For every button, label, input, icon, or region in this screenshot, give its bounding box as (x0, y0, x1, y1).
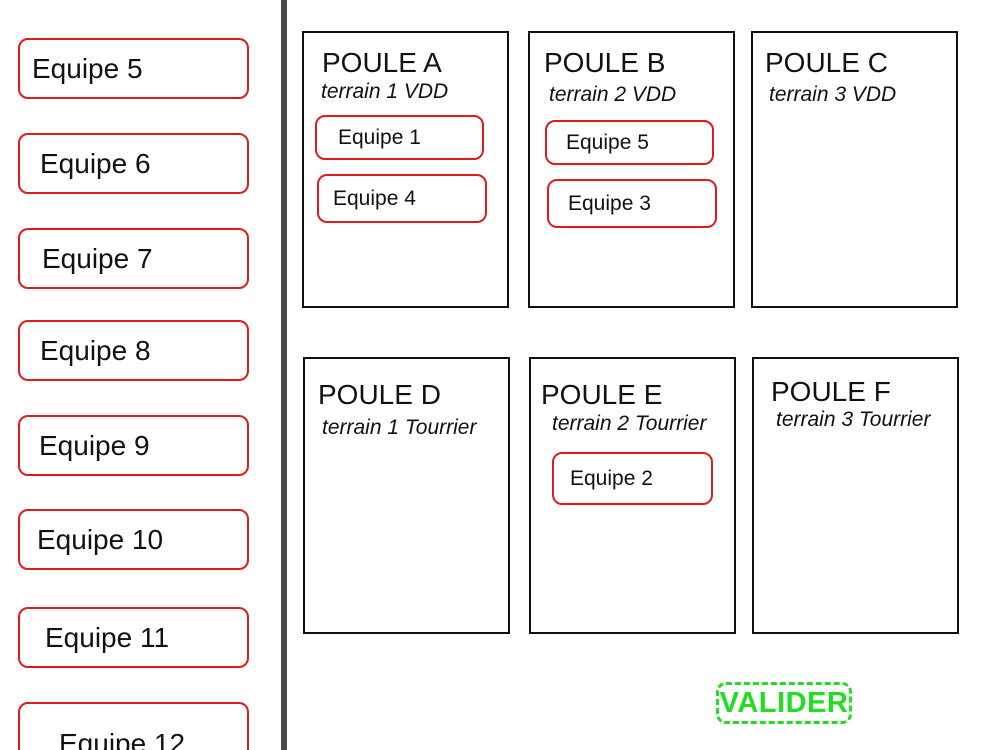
pool-team-label: Equipe 4 (333, 187, 416, 210)
team-chip-equipe-12[interactable]: Equipe 12 (18, 702, 249, 750)
validate-button[interactable]: VALIDER (716, 682, 852, 724)
team-chip-label: Equipe 5 (32, 52, 143, 84)
pool-title: POULE E (541, 379, 663, 410)
team-chip-label: Equipe 7 (42, 242, 153, 274)
team-chip-label: Equipe 8 (40, 334, 151, 366)
pool-f[interactable]: POULE F terrain 3 Tourrier (752, 357, 959, 634)
pool-team-chip[interactable]: Equipe 3 (547, 179, 717, 228)
team-chip-equipe-11[interactable]: Equipe 11 (18, 607, 249, 668)
pool-subtitle: terrain 1 Tourrier (322, 416, 477, 439)
pool-team-label: Equipe 5 (566, 131, 649, 154)
pool-team-label: Equipe 3 (568, 192, 651, 215)
pool-team-chip[interactable]: Equipe 2 (552, 452, 713, 505)
pool-team-chip[interactable]: Equipe 5 (545, 120, 714, 165)
pool-title: POULE A (322, 47, 442, 78)
pool-team-label: Equipe 1 (338, 126, 421, 149)
pool-title: POULE B (544, 47, 666, 78)
team-chip-label: Equipe 12 (59, 728, 186, 750)
pool-subtitle: terrain 1 VDD (321, 80, 449, 103)
team-chip-label: Equipe 6 (40, 147, 151, 179)
team-chip-equipe-9[interactable]: Equipe 9 (18, 415, 249, 476)
pool-e[interactable]: POULE E terrain 2 Tourrier Equipe 2 (529, 357, 736, 634)
pool-title: POULE F (771, 376, 891, 407)
pool-team-chip[interactable]: Equipe 4 (317, 174, 487, 223)
pool-subtitle: terrain 3 VDD (769, 83, 897, 106)
pool-b[interactable]: POULE B terrain 2 VDD Equipe 5 Equipe 3 (528, 31, 735, 308)
pool-subtitle: terrain 3 Tourrier (776, 408, 931, 431)
team-chip-label: Equipe 10 (37, 523, 164, 555)
team-chip-equipe-10[interactable]: Equipe 10 (18, 509, 249, 570)
pool-title: POULE C (765, 47, 888, 78)
team-chip-equipe-8[interactable]: Equipe 8 (18, 320, 249, 381)
pool-team-chip[interactable]: Equipe 1 (315, 115, 484, 160)
validate-button-label: VALIDER (719, 686, 849, 719)
pool-d[interactable]: POULE D terrain 1 Tourrier (303, 357, 510, 634)
vertical-divider (281, 0, 287, 750)
team-chip-label: Equipe 9 (39, 429, 150, 461)
pool-team-label: Equipe 2 (570, 467, 653, 490)
pool-a[interactable]: POULE A terrain 1 VDD Equipe 1 Equipe 4 (302, 31, 509, 308)
team-chip-equipe-7[interactable]: Equipe 7 (18, 228, 249, 289)
pool-subtitle: terrain 2 Tourrier (552, 412, 707, 435)
team-chip-equipe-6[interactable]: Equipe 6 (18, 133, 249, 194)
team-chip-equipe-5[interactable]: Equipe 5 (18, 38, 249, 99)
pool-c[interactable]: POULE C terrain 3 VDD (751, 31, 958, 308)
pool-title: POULE D (318, 379, 441, 410)
team-chip-label: Equipe 11 (45, 621, 170, 653)
pool-subtitle: terrain 2 VDD (549, 83, 677, 106)
